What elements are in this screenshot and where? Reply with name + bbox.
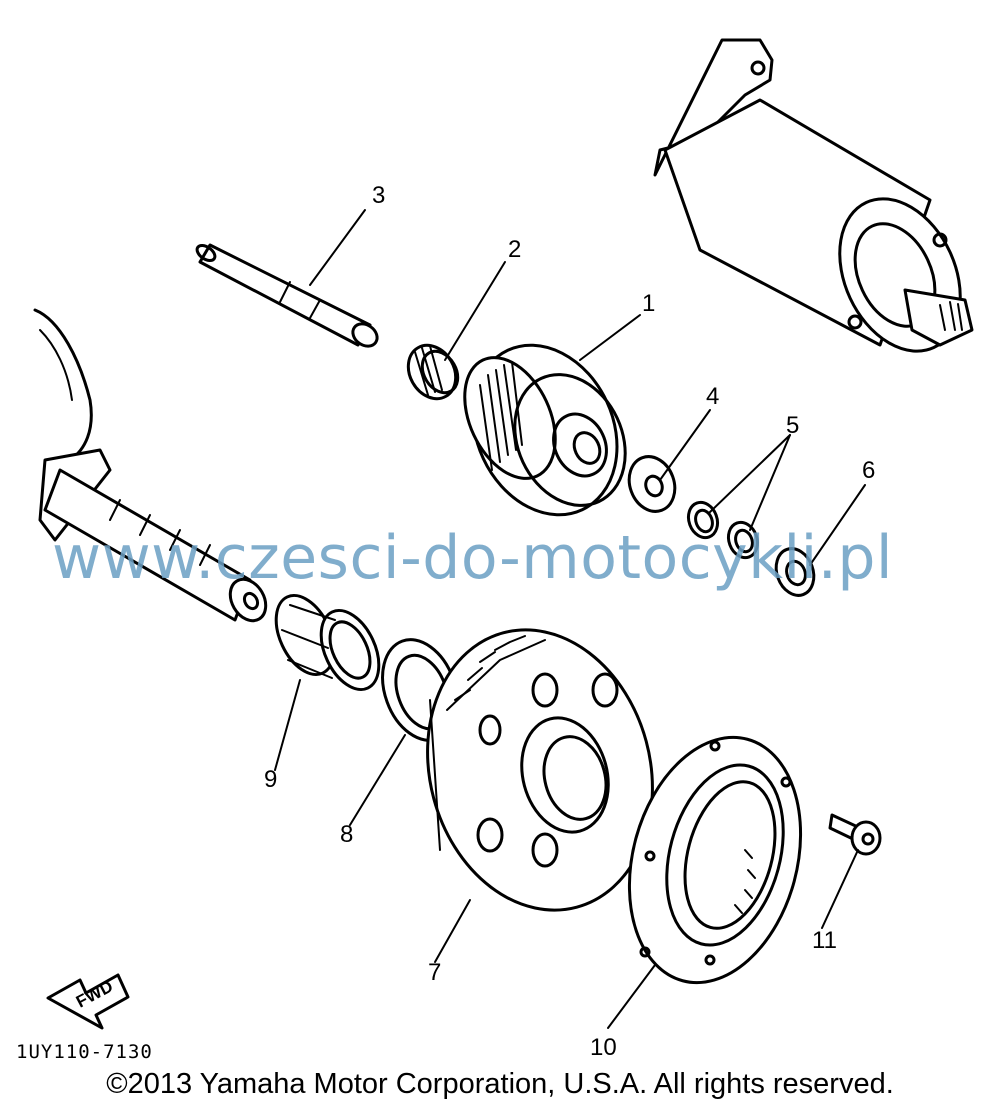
callout-5: 5 xyxy=(786,412,799,439)
leader-lines xyxy=(274,209,866,1029)
part-3-shaft xyxy=(195,243,379,348)
callout-8: 8 xyxy=(340,821,353,848)
copyright-notice: ©2013 Yamaha Motor Corporation, U.S.A. A… xyxy=(106,1068,894,1100)
callout-6: 6 xyxy=(862,457,875,484)
callout-3: 3 xyxy=(372,182,385,209)
starter-motor xyxy=(653,38,974,353)
watermark: www.czesci-do-motocykli.pl xyxy=(52,523,894,593)
callout-4: 4 xyxy=(706,383,719,410)
fwd-arrow: FWD xyxy=(46,973,130,1030)
part-2-needle-bearing xyxy=(406,343,460,401)
callout-9: 9 xyxy=(264,766,277,793)
callout-7: 7 xyxy=(428,959,441,986)
part-11-bolt xyxy=(828,813,882,856)
callout-10: 10 xyxy=(590,1034,617,1061)
part-4-washer xyxy=(627,455,677,513)
part-10-one-way-clutch xyxy=(627,735,803,985)
part-7-wheel-gear xyxy=(426,628,654,912)
part-6-washer xyxy=(774,547,816,597)
callout-11: 11 xyxy=(812,927,837,954)
part-9-bearing xyxy=(274,593,381,692)
callout-1: 1 xyxy=(642,290,655,317)
crankshaft xyxy=(33,308,268,623)
part-1-idle-gear xyxy=(463,343,627,517)
figure-code: 1UY110-7130 xyxy=(16,1041,153,1063)
callout-2: 2 xyxy=(508,236,521,263)
